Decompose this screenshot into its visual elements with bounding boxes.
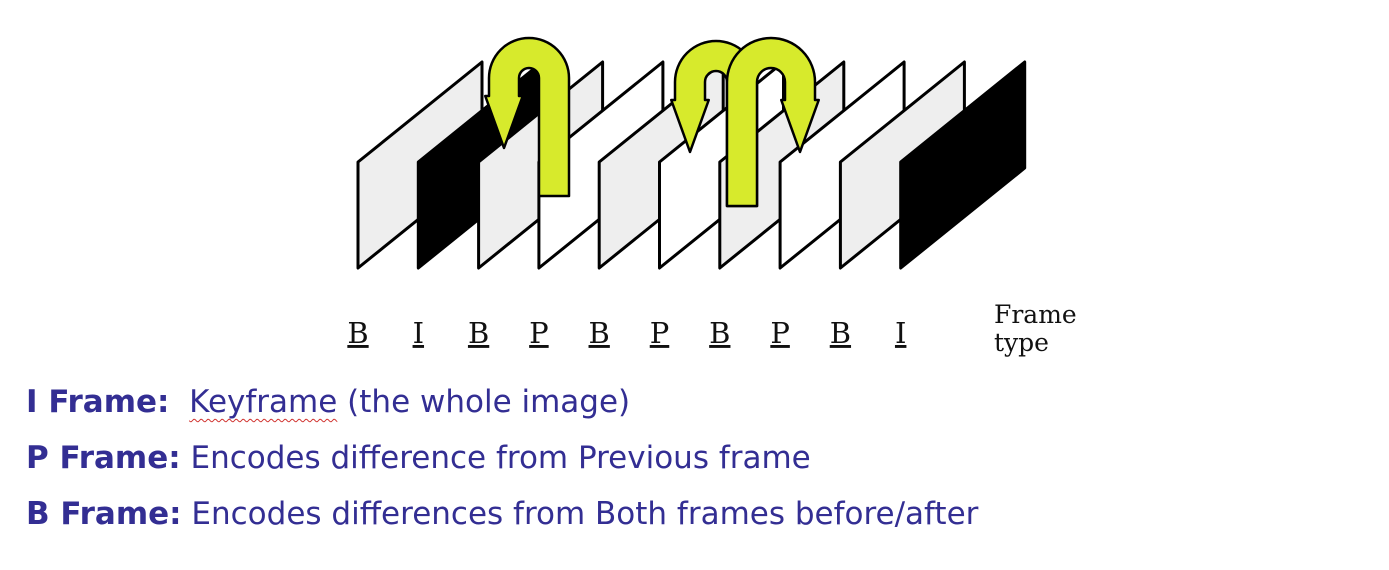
legend-i-desc: (the whole image) (337, 384, 631, 420)
legend-i-frame: I Frame: Keyframe (the whole image) (26, 380, 978, 436)
frame-label-5: B (589, 316, 610, 350)
reference-arrows (484, 36, 820, 208)
legend-p-desc: Encodes difference from Previous frame (190, 440, 811, 476)
frame-type-caption: Frame type (994, 300, 1085, 357)
frame-type-caption-line-1: Frame (994, 300, 1077, 329)
legend-i-keyword: Keyframe (189, 384, 338, 420)
frame-label-9: B (830, 316, 851, 350)
legend-b-term: B Frame: (26, 496, 182, 532)
legend-b-desc: Encodes differences from Both frames bef… (191, 496, 979, 532)
frame-label-2: I (413, 316, 424, 350)
arrow-p-to-i (484, 36, 571, 198)
frame-sequence-diagram: B I B P B P B P B I Frame type (347, 36, 1085, 357)
frame-label-3: B (468, 316, 489, 350)
frame-label-4: P (529, 316, 549, 350)
legend-p-term: P Frame: (26, 440, 181, 476)
legend-p-frame: P Frame: Encodes difference from Previou… (26, 436, 978, 492)
legend: I Frame: Keyframe (the whole image) P Fr… (26, 380, 978, 548)
arrow-b-to-next (725, 36, 820, 208)
frame-label-8: P (770, 316, 790, 350)
legend-i-term: I Frame: (26, 384, 170, 420)
frame-label-10: I (895, 316, 906, 350)
legend-b-frame: B Frame: Encodes differences from Both f… (26, 492, 978, 548)
frame-i-10 (899, 60, 1027, 270)
frame-label-6: P (650, 316, 670, 350)
frame-label-7: B (709, 316, 730, 350)
frame-type-caption-line-2: type (994, 328, 1049, 357)
frame-label-1: B (347, 316, 368, 350)
